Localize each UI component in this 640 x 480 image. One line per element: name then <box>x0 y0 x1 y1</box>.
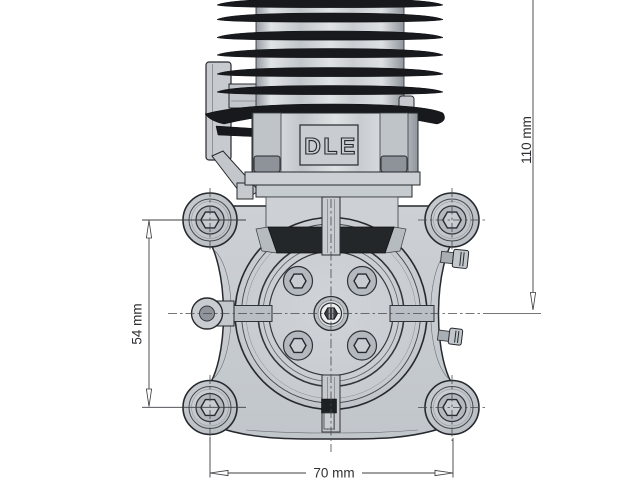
cover-bolts <box>282 265 378 361</box>
side-screw-lower <box>436 327 464 346</box>
centerlines <box>168 188 541 452</box>
cover-bolt <box>346 330 378 361</box>
bottom-stub <box>321 398 337 430</box>
cover-bolt <box>282 265 314 297</box>
brand-logo-text: DLE <box>304 133 358 159</box>
crankcase-top-plate <box>244 171 421 186</box>
bolt-cap-right <box>380 155 408 173</box>
cooling-fins <box>204 0 445 138</box>
cover-bolt <box>346 265 378 297</box>
crankcase-second-plate <box>255 184 413 198</box>
cylinder-base: DLE <box>251 112 419 174</box>
dimension-height-label: 110 mm <box>519 116 534 164</box>
dimension-mount-width-label: 70 mm <box>313 465 354 480</box>
dimension-mount-width-70mm: 70 mm <box>209 437 454 480</box>
dimension-mount-height-label: 54 mm <box>130 303 145 344</box>
logo-panel <box>299 124 359 166</box>
cover-bolt <box>282 330 314 361</box>
cylinder-assembly: DLE <box>204 0 445 200</box>
bolt-cap-left <box>253 155 281 173</box>
side-screw-upper <box>440 248 470 269</box>
dimension-mount-height-54mm: 54 mm <box>130 219 246 408</box>
dimension-height-110mm: 110 mm <box>519 0 537 311</box>
